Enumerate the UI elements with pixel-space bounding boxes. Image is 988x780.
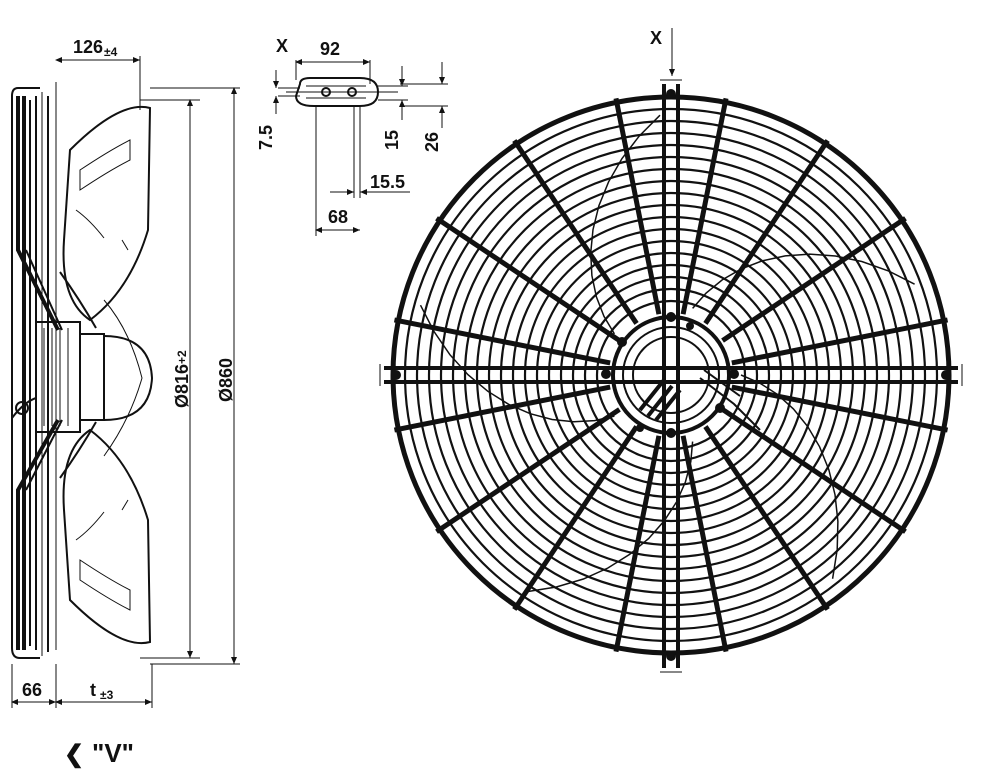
guard-ring bbox=[439, 143, 903, 607]
guard-ring bbox=[595, 299, 747, 451]
guard-spoke bbox=[393, 317, 611, 366]
guard-spoke bbox=[512, 139, 639, 325]
dim-x-26: 26 bbox=[422, 132, 442, 152]
guard-spoke bbox=[721, 216, 907, 343]
view-label-text: "V" bbox=[92, 738, 134, 768]
guard-spoke bbox=[731, 317, 949, 366]
dim-side-depth: 126 bbox=[73, 37, 103, 57]
guard-ring bbox=[547, 251, 795, 499]
view-label: ❮ "V" bbox=[64, 738, 134, 769]
dim-inner-diameter: Ø816 bbox=[172, 364, 192, 408]
guard-ring bbox=[583, 287, 759, 463]
blade-edge bbox=[692, 253, 915, 309]
guard-spoke bbox=[680, 435, 729, 653]
guard-spoke bbox=[435, 216, 621, 343]
fan-blades bbox=[419, 114, 915, 593]
dim-x-15-5: 15.5 bbox=[370, 172, 405, 192]
guard-ring bbox=[427, 131, 915, 619]
dim-x-68: 68 bbox=[328, 207, 348, 227]
guard-ring bbox=[511, 215, 831, 535]
guard-rings bbox=[390, 94, 952, 656]
dim-x-15: 15 bbox=[382, 130, 402, 150]
guard-spoke bbox=[731, 384, 949, 433]
guard-spoke bbox=[435, 407, 621, 534]
guard-ring bbox=[463, 167, 879, 583]
dim-left-offset: 66 bbox=[22, 680, 42, 700]
blade-edge bbox=[419, 304, 615, 423]
chevron-left-icon: ❮ bbox=[64, 741, 84, 769]
guard-ring bbox=[475, 179, 867, 571]
dim-inner-diameter-tol: +2 bbox=[175, 350, 189, 364]
blade-edge bbox=[527, 441, 694, 593]
guard-ring bbox=[523, 227, 819, 523]
guard-ring bbox=[451, 155, 891, 595]
guard-ring bbox=[571, 275, 771, 475]
dim-x-width: 92 bbox=[320, 39, 340, 59]
detail-x-label: X bbox=[276, 36, 288, 56]
dim-outer-diameter: Ø860 bbox=[216, 358, 236, 402]
guard-spoke bbox=[613, 97, 662, 315]
dim-t: t bbox=[90, 680, 96, 700]
guard-ring bbox=[499, 203, 843, 547]
guard-spoke bbox=[703, 425, 830, 611]
guard-ring bbox=[403, 107, 939, 643]
side-view: 126 ±4 Ø816 +2 Ø860 66 t ±3 bbox=[11, 37, 240, 708]
blade-edge bbox=[740, 374, 839, 579]
blade-edge bbox=[589, 114, 661, 335]
front-view: X bbox=[379, 28, 963, 673]
dim-x-7-5: 7.5 bbox=[256, 125, 276, 150]
front-x-label: X bbox=[650, 28, 662, 48]
guard-ring bbox=[487, 191, 855, 559]
guard-spoke bbox=[680, 97, 729, 315]
guard-spoke bbox=[512, 425, 639, 611]
guard-spokes bbox=[393, 97, 949, 653]
guard-spoke bbox=[721, 407, 907, 534]
guard-spoke bbox=[393, 384, 611, 433]
guard-ring bbox=[559, 263, 783, 487]
guard-spoke bbox=[703, 139, 830, 325]
guard-ring bbox=[415, 119, 927, 631]
guard-spoke bbox=[613, 435, 662, 653]
dim-t-tol: ±3 bbox=[100, 688, 114, 702]
detail-x-view: X 92 7.5 15 26 15.5 68 bbox=[256, 36, 448, 236]
dim-side-depth-tol: ±4 bbox=[104, 45, 118, 59]
guard-ring bbox=[535, 239, 807, 511]
